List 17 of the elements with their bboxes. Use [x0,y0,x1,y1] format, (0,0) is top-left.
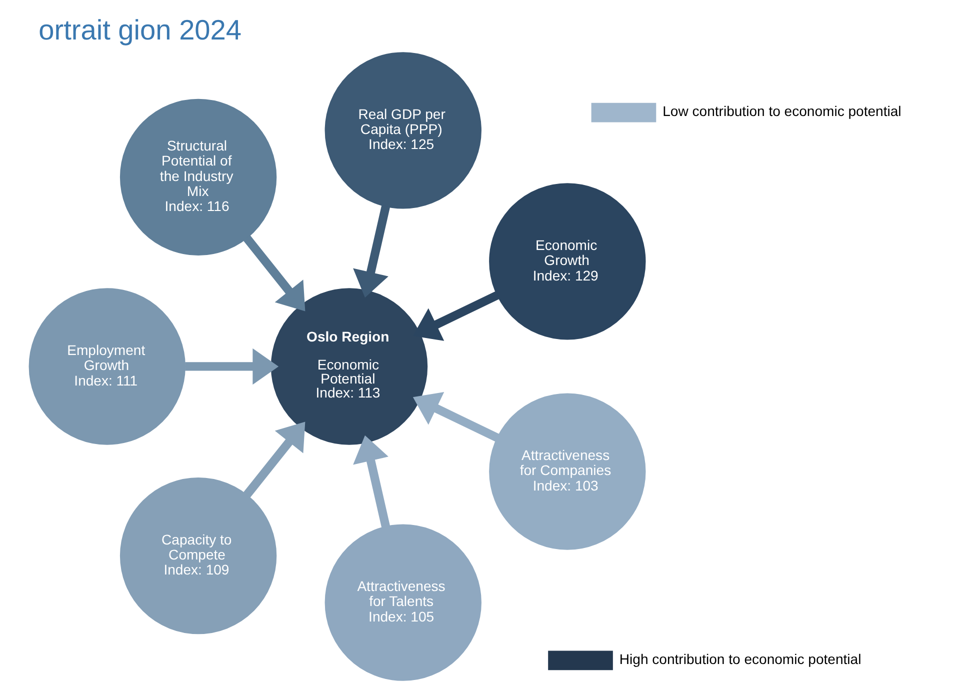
node-circle: Employment Growth Index: 111 [28,288,186,445]
node-circle: Attractiveness for Talents Index: 105 [324,524,482,681]
node-circle: Capacity to Compete Index: 109 [120,477,277,634]
node-circle: Real GDP per Capita (PPP) Index: 125 [324,52,482,209]
arrow [353,435,390,528]
arrow [353,205,390,298]
diagram-title: ortrait gion 2024 [38,14,242,46]
arrow [412,392,500,442]
arrow [244,235,306,312]
node-circle: Economic Growth Index: 129 [489,183,646,340]
legend-label: Low contribution to economic potential [662,103,902,120]
node-circle: Oslo Region Economic Potential Index: 113 [270,288,428,445]
legend-label: High contribution to economic potential [619,651,862,668]
node-circle: Structural Potential of the Industry Mix Index: 116 [120,98,277,256]
arrow [185,348,279,385]
arrow [244,422,306,498]
node-circle: Attractiveness for Companies Index: 103 [489,393,646,550]
